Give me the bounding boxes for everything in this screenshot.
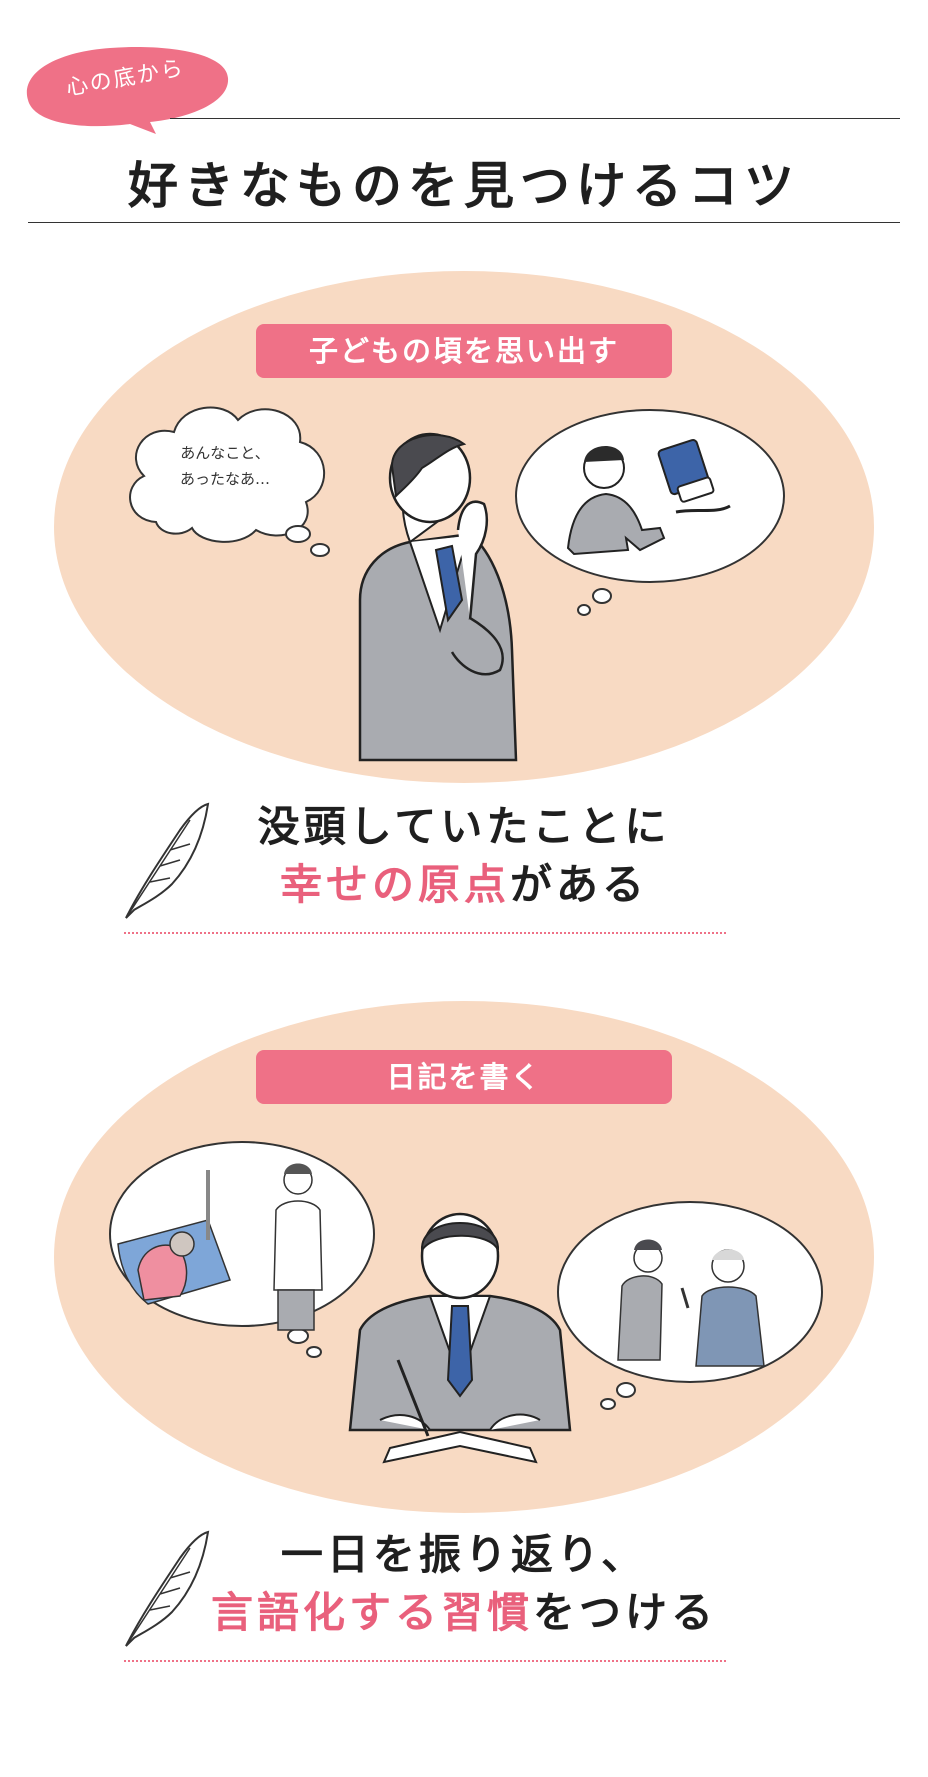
section1-caption-line1: 没頭していたことに [257,802,671,851]
section2-divider [124,1660,726,1664]
thought-line-2: あったなあ… [179,470,270,488]
thinking-man-illustration [358,432,518,762]
header-badge-shape [26,47,229,135]
section2-heading: 日記を書く [256,1050,672,1104]
section1-caption-line2: 幸せの原点がある [0,856,928,914]
page-title: 好きなものを見つけるコツ [128,157,800,215]
thought-bubble-icon [129,406,330,557]
section2-caption: 一日を振り返り、 言語化する習慣をつける [0,1526,928,1642]
childhood-memory-bubble [515,409,785,616]
office-scene-bubble [557,1201,823,1410]
section1-caption-highlight: 幸せの原点 [279,860,510,909]
section1-caption: 没頭していたことに 幸せの原点がある [0,798,928,914]
quill-pen-icon [125,802,210,919]
section2-caption-highlight: 言語化する習慣 [210,1588,533,1637]
train-scene-bubble [109,1141,375,1358]
writing-man-illustration [348,1212,572,1464]
thought-bubble-text: あんなこと、 あったなあ… [150,440,300,492]
title-bottom-rule [28,222,900,223]
section1-heading: 子どもの頃を思い出す [256,324,672,378]
thought-line-1: あんなこと、 [180,444,270,462]
section2-caption-tail: をつける [533,1588,718,1637]
title-top-rule [170,118,900,119]
section2-caption-line2: 言語化する習慣をつける [0,1584,928,1642]
quill-pen-icon [125,1530,210,1647]
section1-divider [124,932,726,936]
section1-caption-tail: がある [510,860,649,909]
section2-caption-line1: 一日を振り返り、 [280,1530,648,1579]
